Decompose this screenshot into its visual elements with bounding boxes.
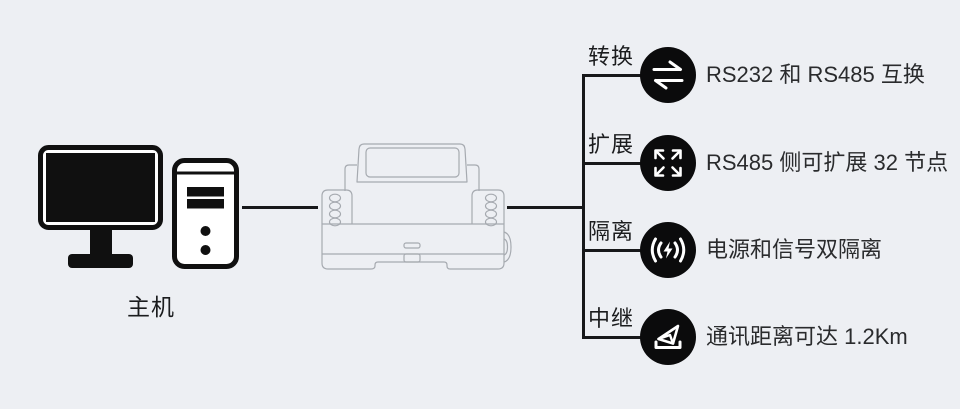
expand-arrows-icon — [640, 135, 696, 191]
signal-isolation-icon — [640, 222, 696, 278]
feature-text-convert: RS232 和 RS485 互换 — [706, 62, 925, 87]
branch-line-2 — [582, 162, 643, 165]
terminal-screws — [328, 193, 498, 227]
relay-send-icon — [640, 309, 696, 365]
branch-line-1 — [582, 74, 643, 77]
branch-line-3 — [582, 249, 643, 252]
feature-tag-convert: 转换 — [588, 44, 635, 69]
branch-line-4 — [582, 336, 643, 339]
device-rail-tab — [403, 253, 421, 263]
tower-icon — [172, 158, 239, 269]
connector-host-to-device — [242, 206, 318, 209]
device-right-shoulder — [467, 164, 480, 191]
device-body — [321, 223, 505, 270]
device-latch-ear-inner — [503, 238, 509, 256]
device-right-terminal-block — [471, 189, 505, 224]
feature-text-isolation: 电源和信号双隔离 — [706, 237, 883, 262]
device-top-panel — [365, 147, 460, 178]
device-latch-ear — [503, 231, 512, 263]
monitor-icon — [38, 145, 163, 268]
device-slot — [403, 242, 421, 249]
device-left-shoulder — [344, 164, 357, 191]
swap-arrows-icon — [640, 47, 696, 103]
feature-tag-relay: 中继 — [588, 306, 635, 331]
feature-text-relay: 通讯距离可达 1.2Km — [706, 324, 908, 349]
host-computer-icon — [38, 145, 239, 269]
connector-device-to-branches — [507, 206, 585, 209]
host-label: 主机 — [127, 294, 175, 320]
din-converter-illustration — [321, 143, 512, 270]
feature-tag-isolation: 隔离 — [588, 219, 635, 244]
device-top-cover — [356, 143, 468, 183]
feature-text-expand: RS485 侧可扩展 32 节点 — [706, 150, 949, 175]
feature-tag-expand: 扩展 — [588, 132, 635, 157]
branch-trunk-line — [582, 74, 585, 339]
device-left-terminal-block — [321, 189, 353, 224]
